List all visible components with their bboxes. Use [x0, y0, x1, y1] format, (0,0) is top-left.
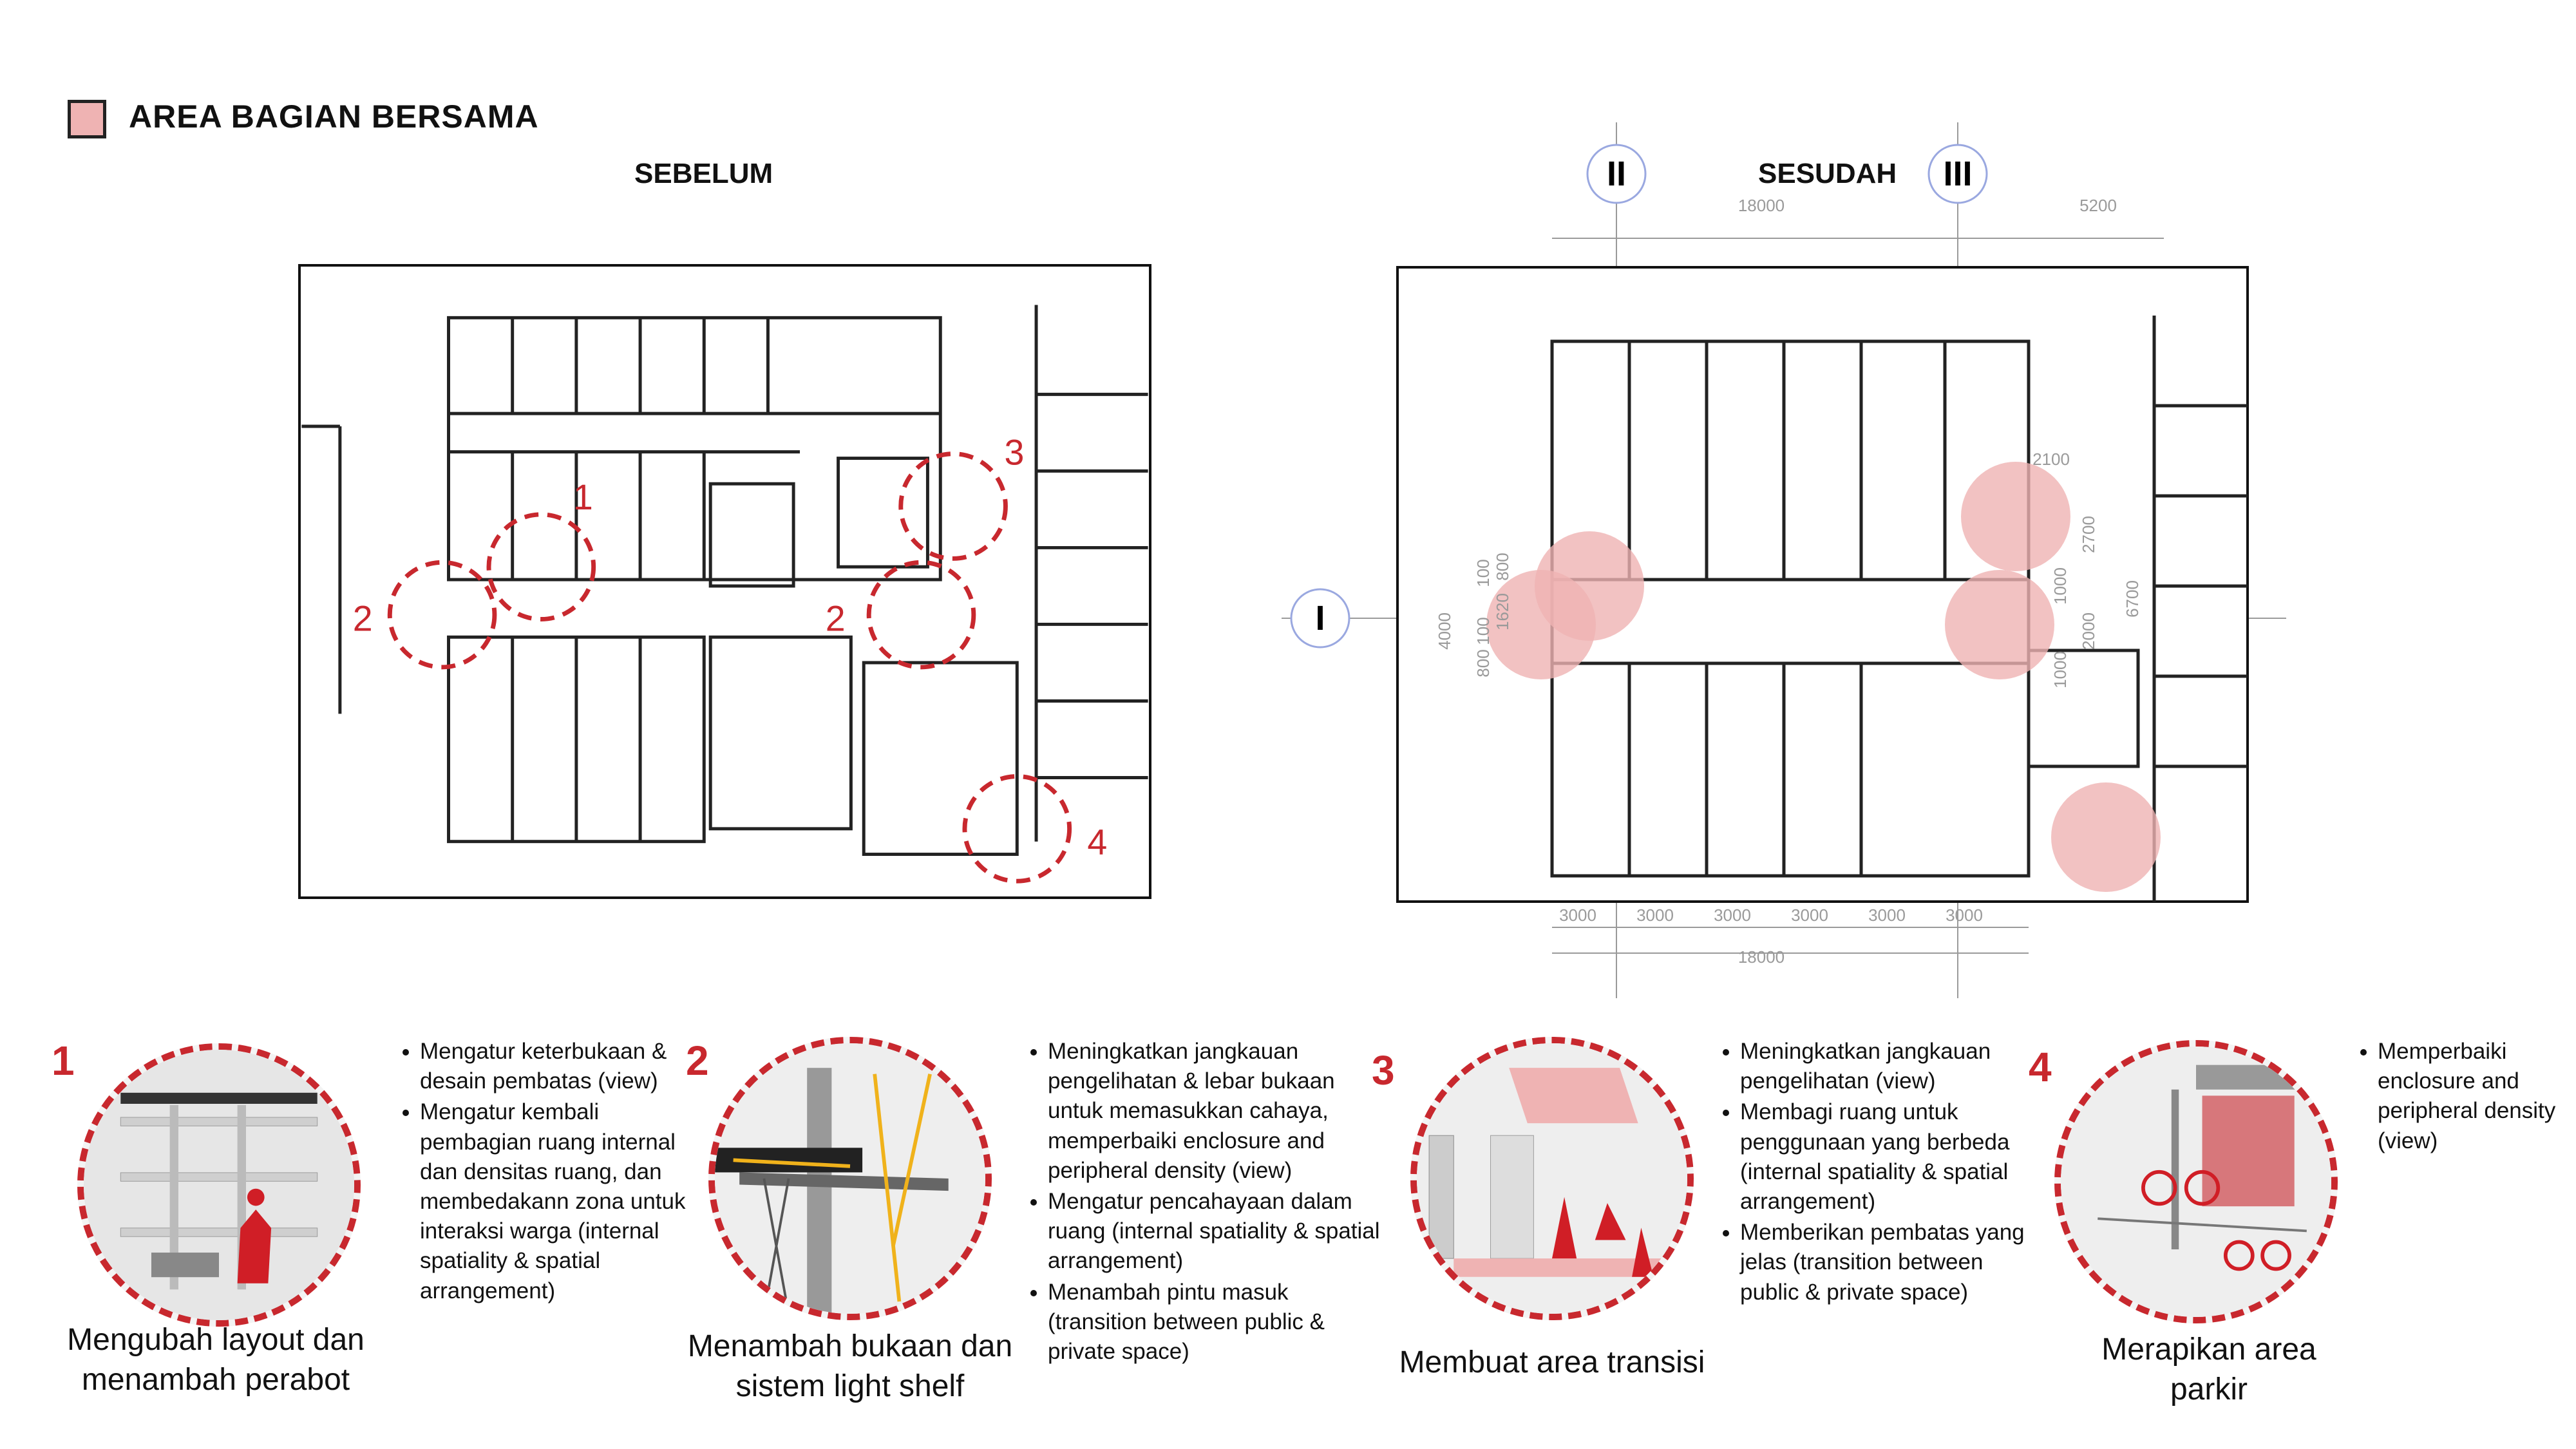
- card-2-illustration: [708, 1037, 992, 1320]
- dim-left-2: 800: [1473, 649, 1493, 677]
- before-marker-circle-4: [962, 774, 1072, 884]
- dim-left-4: 1620: [1493, 593, 1512, 630]
- card-2-bullet-2: Mengatur pencahayaan dalam ruang (intern…: [1048, 1187, 1383, 1276]
- card-4-bullets: Memperbaiki enclosure and peripheral den…: [2344, 1037, 2576, 1157]
- dim-right-6: 6700: [2123, 580, 2142, 618]
- card-1-bullets: Mengatur keterbukaan & desain pembatas (…: [386, 1037, 697, 1307]
- before-marker-circle-2b: [866, 560, 976, 670]
- card-3-bullet-2: Membagi ruang untuk penggunaan yang berb…: [1740, 1097, 2043, 1217]
- axis-label-iii: III: [1943, 155, 1972, 193]
- dim-bottom-1: 3000: [1559, 905, 1596, 925]
- before-marker-2a: 2: [353, 598, 373, 638]
- before-marker-1: 1: [573, 477, 593, 517]
- card-4-bullet-1: Memperbaiki enclosure and peripheral den…: [2378, 1037, 2576, 1156]
- card-3-bullets: Meningkatkan jangkauan pengelihatan (vie…: [1707, 1037, 2043, 1309]
- card-1-bullet-1: Mengatur keterbukaan & desain pembatas (…: [420, 1037, 697, 1096]
- dim-right-2: 2700: [2079, 516, 2098, 553]
- after-floor-plan: II III I 18000 5200 3000 3000 3000 3000 …: [1282, 122, 2325, 998]
- before-floor-plan: 1 2 2 3 4: [298, 264, 1151, 899]
- after-zone-2: [1535, 531, 1644, 641]
- axis-label-ii: II: [1607, 155, 1626, 193]
- card-2-bullet-3: Menambah pintu masuk (transition between…: [1048, 1278, 1383, 1367]
- card-1-caption: Mengubah layout dan menambah perabot: [67, 1323, 365, 1397]
- dim-bottom-3: 3000: [1714, 905, 1751, 925]
- card-4-illustration: [2054, 1040, 2338, 1323]
- axis-label-i: I: [1315, 599, 1325, 638]
- before-marker-circle-1: [486, 512, 596, 621]
- dim-right-4: 2000: [2079, 612, 2098, 650]
- card-2-bullets: Meningkatkan jangkauan pengelihatan & le…: [1014, 1037, 1383, 1368]
- legend-swatch: [68, 100, 106, 138]
- before-marker-circle-3: [898, 451, 1008, 561]
- before-plan-drawing: 1 2 2 3 4: [301, 305, 1148, 884]
- dim-bottom-6: 3000: [1946, 905, 1983, 925]
- before-marker-3: 3: [1004, 432, 1024, 472]
- before-marker-2b: 2: [826, 598, 846, 638]
- dim-right-3: 1000: [2050, 567, 2070, 605]
- card-3-caption: Membuat area transisi: [1399, 1345, 1705, 1379]
- dim-bottom-4: 3000: [1791, 905, 1828, 925]
- card-4-number: 4: [2029, 1044, 2052, 1090]
- before-marker-circle-2a: [387, 560, 497, 670]
- before-marker-4: 4: [1087, 822, 1107, 862]
- card-3-number: 3: [1372, 1047, 1395, 1094]
- dim-top-main: 18000: [1738, 196, 1785, 215]
- dim-left-5: 100: [1473, 559, 1493, 587]
- after-zone-5: [2051, 782, 2161, 892]
- after-title: SESUDAH: [1758, 158, 1897, 189]
- dim-bottom-5: 3000: [1868, 905, 1906, 925]
- card-3-illustration: [1410, 1037, 1694, 1320]
- before-title: SEBELUM: [634, 158, 773, 189]
- card-2-number: 2: [686, 1037, 709, 1084]
- dim-left-6: 800: [1493, 553, 1512, 580]
- dim-top-side: 5200: [2079, 196, 2117, 215]
- card-3-bullet-1: Meningkatkan jangkauan pengelihatan (vie…: [1740, 1037, 2043, 1096]
- dim-left-3: 100: [1473, 617, 1493, 645]
- dim-bottom-2: 3000: [1636, 905, 1674, 925]
- card-2-caption: Menambah bukaan dan sistem light shelf: [687, 1329, 1013, 1404]
- card-1-number: 1: [52, 1037, 75, 1084]
- after-zone-3: [1961, 462, 2070, 571]
- dim-left-1: 4000: [1435, 612, 1454, 650]
- dim-right-5: 1000: [2050, 651, 2070, 688]
- dim-bottom-total: 18000: [1738, 947, 1785, 967]
- card-1-bullet-2: Mengatur kembali pembagian ruang interna…: [420, 1097, 697, 1305]
- card-1-illustration: [77, 1043, 361, 1327]
- legend-label: AREA BAGIAN BERSAMA: [129, 99, 539, 135]
- card-2-bullet-1: Meningkatkan jangkauan pengelihatan & le…: [1048, 1037, 1383, 1186]
- dim-right-1: 2100: [2032, 450, 2070, 469]
- card-3-bullet-3: Memberikan pembatas yang jelas (transiti…: [1740, 1218, 2043, 1307]
- card-4-caption: Merapikan area parkir: [2101, 1332, 2316, 1407]
- after-zone-4: [1945, 570, 2054, 679]
- after-plan-drawing: II III I 18000 5200 3000 3000 3000 3000 …: [1282, 122, 2286, 998]
